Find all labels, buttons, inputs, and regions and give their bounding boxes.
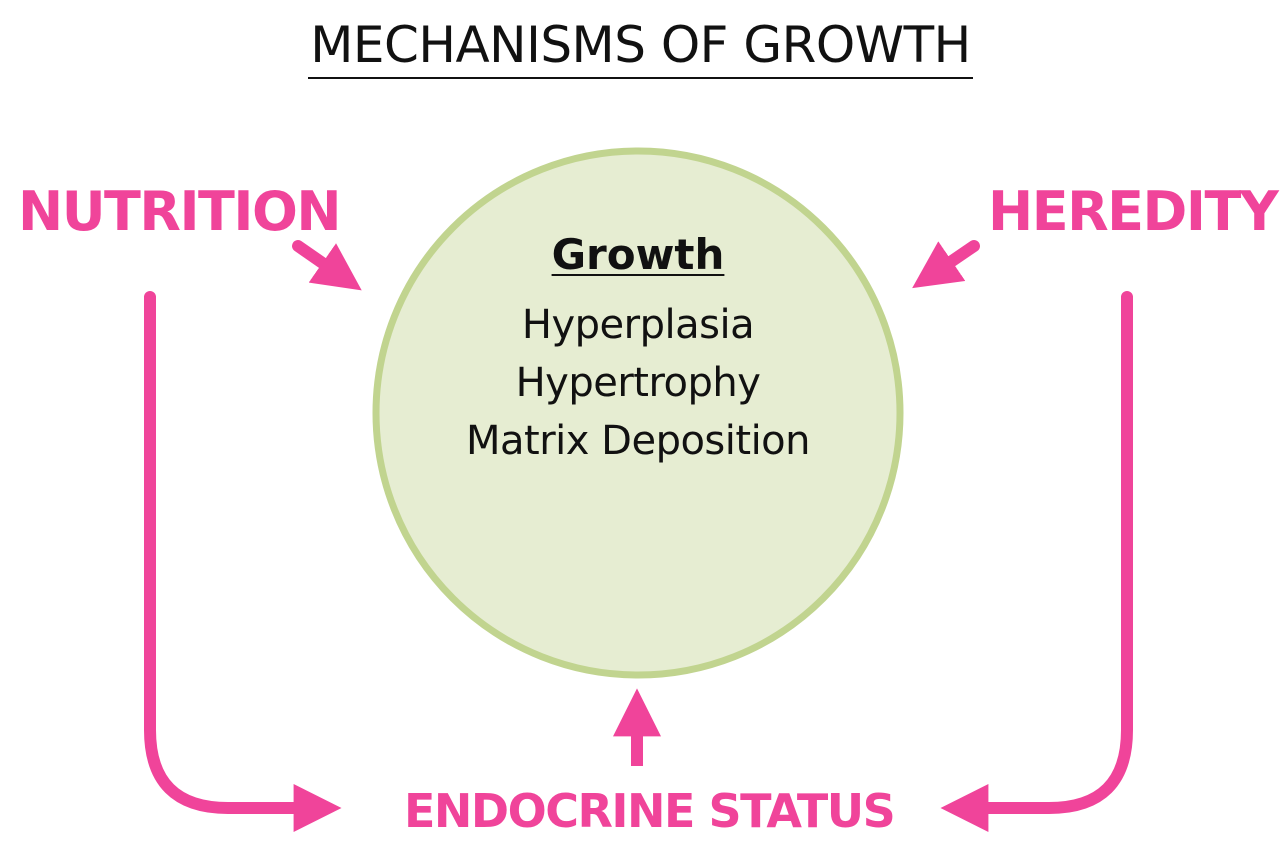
diagram-title: MECHANISMS OF GROWTH [0,18,1281,79]
factor-endocrine-status-label: ENDOCRINE STATUS [404,784,896,838]
factor-nutrition-label: NUTRITION [18,180,342,243]
diagram-title-text: MECHANISMS OF GROWTH [308,18,973,79]
mechanism-list: Hyperplasia Hypertrophy Matrix Depositio… [372,296,904,470]
growth-circle-content: Growth Hyperplasia Hypertrophy Matrix De… [372,230,904,470]
heredity-to-endocrine-connector [940,291,1133,832]
factor-heredity-label: HEREDITY [988,180,1279,243]
heredity-to-growth-arrow [912,240,980,289]
growth-circle [372,147,904,679]
growth-heading: Growth [551,230,725,279]
mechanism-item-hyperplasia: Hyperplasia [521,302,755,349]
mechanism-item-hypertrophy: Hypertrophy [515,360,761,407]
nutrition-to-endocrine-connector [144,291,342,832]
nutrition-to-growth-arrow [292,240,362,291]
mechanism-item-matrix-deposition: Matrix Deposition [466,418,811,465]
